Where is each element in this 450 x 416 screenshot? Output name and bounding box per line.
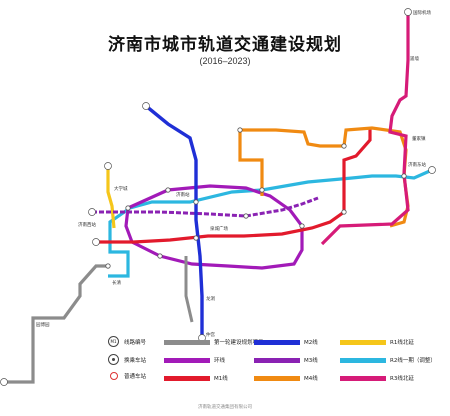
terminal-badge xyxy=(88,208,96,216)
label-southwest-1: 园博园 xyxy=(36,321,50,328)
legend: M1 线路编号 换乘车站 普通车站 第一轮建设规划项目 环线 M1线 M2线 M… xyxy=(104,334,450,400)
legend-label: 普通车站 xyxy=(124,374,147,380)
legend-swatch xyxy=(164,375,210,381)
legend-item-m2: M2线 xyxy=(254,338,318,346)
label-center-1: 泉城广场 xyxy=(210,225,228,232)
legend-label: R1线北延 xyxy=(390,340,414,346)
legend-item-r2: R2线一期（调整） xyxy=(340,356,436,364)
interchange-station-icon xyxy=(108,354,119,365)
legend-item-r1: R1线北延 xyxy=(340,338,414,346)
label-east-1: 董家镇 xyxy=(412,135,426,142)
legend-item-line-number: M1 线路编号 xyxy=(108,336,146,347)
station[interactable] xyxy=(299,223,305,229)
legend-swatch xyxy=(254,357,300,363)
legend-item-m3: M3线 xyxy=(254,356,318,364)
legend-label: 线路编号 xyxy=(124,339,147,346)
legend-label: M3线 xyxy=(304,358,318,364)
legend-swatch xyxy=(340,357,386,363)
label-east-2: 济南东站 xyxy=(408,161,426,168)
map-title: 济南市城市轨道交通建设规划 xyxy=(108,35,342,55)
label-center-2: 济南站 xyxy=(176,191,190,198)
line-r2-cyan xyxy=(108,168,433,278)
terminal-badge xyxy=(92,238,100,246)
legend-item-interchange: 换乘车站 xyxy=(108,354,146,365)
map-subtitle: (2016–2023) xyxy=(199,56,251,66)
station[interactable] xyxy=(165,187,171,193)
line-ring-purple xyxy=(124,184,304,270)
legend-swatch xyxy=(254,339,300,345)
station[interactable] xyxy=(193,199,199,205)
line-r1-yellow xyxy=(106,166,116,229)
terminal-badges xyxy=(0,8,436,386)
station[interactable] xyxy=(105,263,111,269)
terminal-badge xyxy=(428,166,436,174)
station[interactable] xyxy=(341,143,347,149)
label-south-1: 龙洞 xyxy=(206,295,215,302)
terminal-badge xyxy=(142,102,150,110)
legend-label: 第一轮建设规划项目 xyxy=(214,340,264,346)
label-west-1: 济南西站 xyxy=(78,221,96,228)
legend-item-gray: 第一轮建设规划项目 xyxy=(164,338,264,346)
legend-swatch xyxy=(164,339,210,345)
line-m1-red xyxy=(96,128,372,244)
terminal-badge xyxy=(0,378,8,386)
label-north-terminal: 国际机场 xyxy=(413,9,431,16)
legend-item-r3: R3线北延 xyxy=(340,374,414,382)
station[interactable] xyxy=(193,235,199,241)
footer-credit: 济南轨道交通集团有限公司 xyxy=(198,405,252,410)
legend-swatch xyxy=(164,357,210,363)
legend-item-station: 普通车站 xyxy=(108,372,146,380)
legend-swatch xyxy=(254,375,300,381)
legend-swatch xyxy=(340,375,386,381)
label-west-2: 长清 xyxy=(112,279,121,286)
station[interactable] xyxy=(243,213,249,219)
legend-swatch xyxy=(340,339,386,345)
map-labels: 国际机场 遥墙 董家镇 济南东站 济南西站 长清 大学城 园博园 泉城广场 济南… xyxy=(36,9,431,338)
line-m3-violet xyxy=(92,196,319,218)
line-number-icon: M1 xyxy=(108,336,119,347)
legend-label: M4线 xyxy=(304,376,318,382)
line-gray xyxy=(4,264,108,384)
station[interactable] xyxy=(157,253,163,259)
station[interactable] xyxy=(125,205,131,211)
legend-label: 环线 xyxy=(214,358,226,364)
legend-label: 换乘车站 xyxy=(124,357,147,364)
label-south-2: 仲宫 xyxy=(206,331,215,338)
station-icon xyxy=(110,372,118,380)
label-north-1: 遥墙 xyxy=(410,55,419,62)
station[interactable] xyxy=(401,173,407,179)
station[interactable] xyxy=(341,209,347,215)
station-markers xyxy=(105,127,407,269)
legend-item-m1: M1线 xyxy=(164,374,228,382)
legend-label: M1线 xyxy=(214,376,228,382)
terminal-badge xyxy=(404,8,412,16)
legend-label: R3线北延 xyxy=(390,376,414,382)
station[interactable] xyxy=(259,187,265,193)
legend-label: R2线一期（调整） xyxy=(390,358,436,364)
line-gray-south xyxy=(184,256,194,323)
legend-item-ring: 环线 xyxy=(164,356,225,364)
line-m2-blue xyxy=(144,104,204,336)
legend-item-m4: M4线 xyxy=(254,374,318,382)
line-r3-magenta xyxy=(320,14,410,246)
line-m4-orange-south xyxy=(238,130,264,196)
label-west-3: 大学城 xyxy=(114,185,128,192)
station[interactable] xyxy=(237,127,243,133)
terminal-badge xyxy=(104,162,112,170)
legend-label: M2线 xyxy=(304,340,318,346)
